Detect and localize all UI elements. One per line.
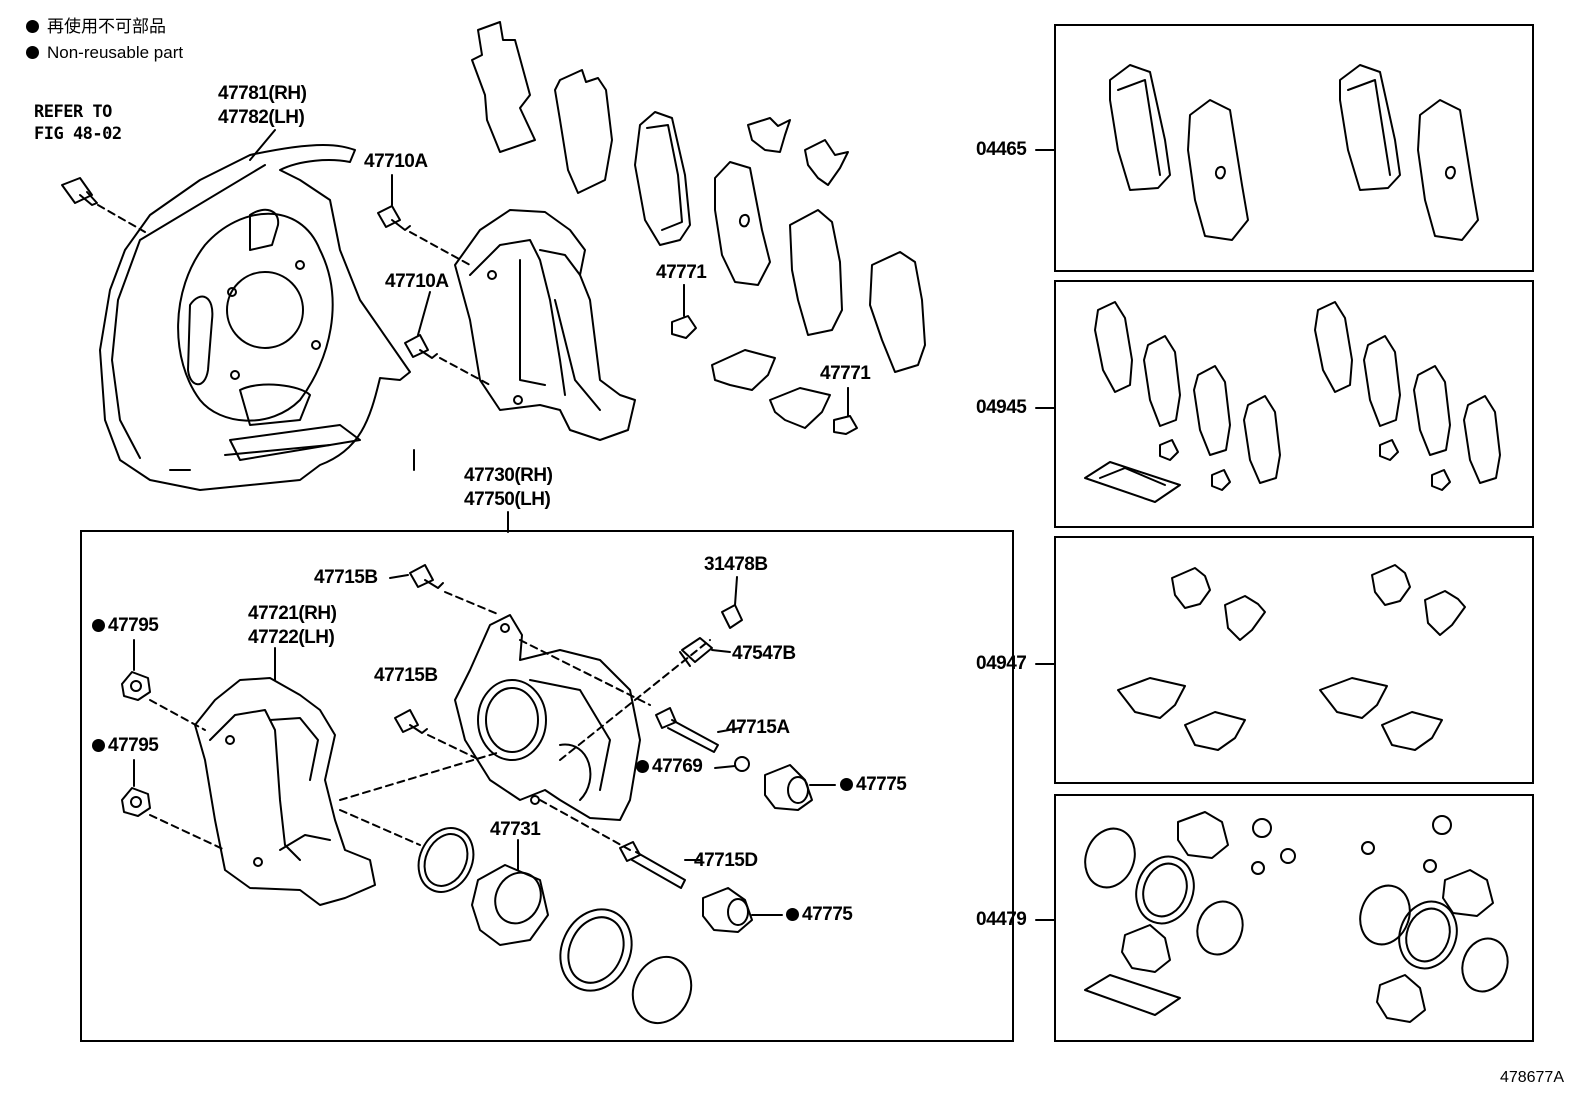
bolt-47710a-lower-part — [404, 334, 438, 359]
bleeder-plug-part — [679, 637, 713, 667]
legend-en: Non-reusable part — [26, 44, 183, 61]
label-47781[interactable]: 47781(RH) — [218, 83, 307, 104]
slide-pin-d-part — [619, 841, 686, 889]
bolt-47710a-upper-part — [377, 205, 411, 231]
non-reusable-dot-icon — [92, 619, 105, 632]
cylinder-boot-part — [559, 908, 633, 992]
label-47731[interactable]: 47731 — [490, 819, 541, 840]
pad-wear-clip-2-part — [833, 387, 858, 435]
non-reusable-dot-icon — [26, 20, 39, 33]
label-47795-upper-text: 47795 — [108, 615, 159, 636]
boot-47775-upper-part — [764, 764, 813, 811]
label-47721[interactable]: 47721(RH) — [248, 603, 337, 624]
boot-47775-lower-part — [702, 887, 753, 933]
label-04947[interactable]: 04947 — [976, 653, 1027, 674]
label-47547b[interactable]: 47547B — [732, 643, 796, 664]
label-04945[interactable]: 04945 — [976, 397, 1027, 418]
disc-brake-cylinder-part — [454, 614, 641, 821]
dust-cover-bolt-part — [61, 177, 98, 206]
kit-04947-parts — [1117, 564, 1466, 751]
anti-squeal-shim-4-part — [869, 251, 926, 373]
refer-line-1: REFER TO — [34, 102, 112, 122]
kit-04465-parts — [1109, 64, 1479, 241]
non-reusable-dot-icon — [786, 908, 799, 921]
label-47795-lower-text: 47795 — [108, 735, 159, 756]
dust-cover-part — [99, 144, 411, 491]
washer-47795-lower-part — [121, 787, 151, 817]
caliper-mount-upper-part — [454, 209, 636, 441]
piston-part — [471, 864, 549, 946]
anti-squeal-shim-2-part — [554, 69, 613, 194]
label-47795-upper[interactable]: 47795 — [92, 615, 159, 636]
label-47722[interactable]: 47722(LH) — [248, 627, 335, 648]
kit-04479-parts — [1084, 811, 1509, 1023]
brake-pad-2-part — [714, 161, 771, 286]
non-reusable-dot-icon — [636, 760, 649, 773]
label-47710a-upper[interactable]: 47710A — [364, 151, 428, 172]
label-47771-lower[interactable]: 47771 — [820, 363, 871, 384]
label-47710a-lower[interactable]: 47710A — [385, 271, 449, 292]
piston-seal-ring-part — [417, 827, 475, 893]
anti-squeal-shim-3-part — [789, 209, 843, 336]
non-reusable-dot-icon — [26, 46, 39, 59]
label-47775-upper-text: 47775 — [856, 774, 907, 795]
set-ring-part — [631, 955, 693, 1025]
label-47715b-lower[interactable]: 47715B — [374, 665, 438, 686]
label-04465[interactable]: 04465 — [976, 139, 1027, 160]
kit-04945-frame — [1054, 280, 1534, 528]
label-47771-upper[interactable]: 47771 — [656, 262, 707, 283]
legend-en-text: Non-reusable part — [47, 43, 184, 62]
label-47715d[interactable]: 47715D — [694, 850, 758, 871]
anti-squeal-shim-1-part — [471, 21, 536, 153]
kit-04945-parts — [1084, 301, 1501, 503]
refer-line-2: FIG 48-02 — [34, 124, 122, 144]
label-47769[interactable]: 47769 — [636, 756, 703, 777]
label-31478b[interactable]: 31478B — [704, 554, 768, 575]
label-47769-text: 47769 — [652, 756, 703, 777]
kit-04947-frame — [1054, 536, 1534, 784]
label-47750[interactable]: 47750(LH) — [464, 489, 551, 510]
pad-support-plate-2-part — [804, 139, 849, 186]
legend-jp: 再使用不可部品 — [26, 18, 166, 35]
slide-pin-a-part — [655, 707, 719, 753]
bolt-47715b-upper-part — [409, 564, 444, 589]
label-47775-lower[interactable]: 47775 — [786, 904, 853, 925]
label-47715a[interactable]: 47715A — [726, 717, 790, 738]
brake-pad-1-part — [634, 111, 691, 246]
label-47775-upper[interactable]: 47775 — [840, 774, 907, 795]
non-reusable-dot-icon — [840, 778, 853, 791]
label-47795-lower[interactable]: 47795 — [92, 735, 159, 756]
non-reusable-dot-icon — [92, 739, 105, 752]
washer-47795-upper-part — [121, 671, 151, 701]
kit-04465-frame — [1054, 24, 1534, 272]
pad-support-plate-4-part — [769, 387, 831, 429]
pad-support-plate-1-part — [747, 117, 791, 153]
legend-jp-text: 再使用不可部品 — [47, 17, 166, 36]
label-47782[interactable]: 47782(LH) — [218, 107, 305, 128]
figure-id: 478677A — [1499, 1069, 1564, 1086]
label-47730[interactable]: 47730(RH) — [464, 465, 553, 486]
label-47715b-upper[interactable]: 47715B — [314, 567, 378, 588]
label-47775-lower-text: 47775 — [802, 904, 853, 925]
bolt-47715b-lower-part — [394, 709, 428, 734]
seal-47769-part — [734, 756, 750, 772]
pad-support-plate-3-part — [711, 349, 776, 391]
kit-04479-frame — [1054, 794, 1534, 1042]
bleeder-plug-cap-part — [721, 604, 743, 629]
label-04479[interactable]: 04479 — [976, 909, 1027, 930]
cylinder-assembly-frame — [80, 530, 1014, 1042]
